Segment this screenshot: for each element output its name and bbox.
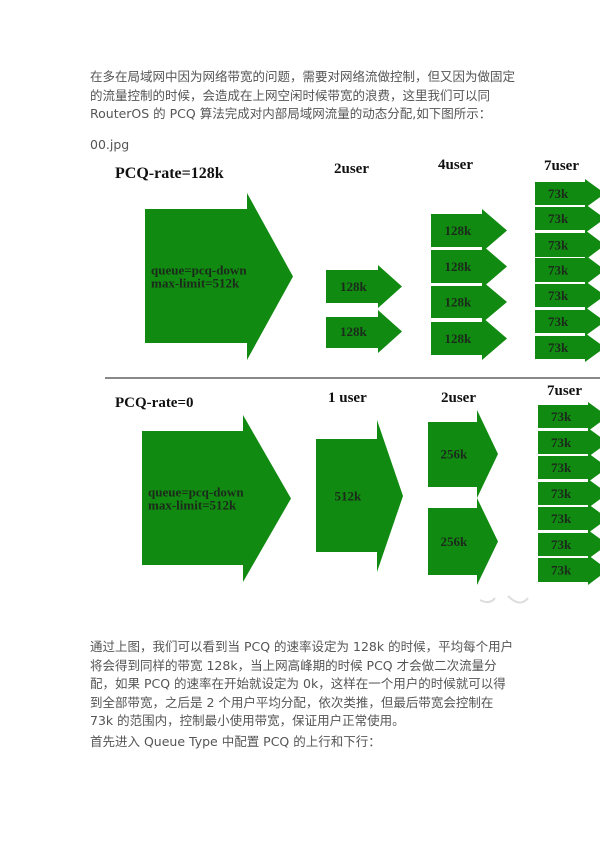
bottom-title: PCQ-rate=0 <box>115 395 194 411</box>
top-4user-arrow <box>431 209 507 252</box>
top-4user-arrow-label: 128k <box>445 331 473 346</box>
bottom-7user-arrow-label: 73k <box>551 460 572 475</box>
bottom-7user-arrow-label: 73k <box>551 511 572 526</box>
top-7user-arrow <box>535 333 600 362</box>
bottom-7user-arrow <box>538 402 600 431</box>
top-title: PCQ-rate=128k <box>115 165 224 182</box>
top-source-arrow-label: max-limit=512k <box>151 276 240 291</box>
bottom-2user-arrow <box>428 498 498 585</box>
top-4user-arrow-label: 128k <box>445 223 473 238</box>
bottom-1user-label: 1 user <box>328 390 367 406</box>
top-4user-arrow <box>431 281 507 323</box>
bottom-7user-label: 7user <box>547 383 582 399</box>
top-7user-arrow <box>535 255 600 285</box>
next-step-paragraph: 首先进入 Queue Type 中配置 PCQ 的上行和下行： <box>90 734 381 749</box>
pcq-diagram: PCQ-rate=128k 2user 4user 7user PCQ-rate… <box>105 157 600 604</box>
top-4user-arrow-label: 128k <box>445 295 473 310</box>
bottom-7user-arrow-label: 73k <box>551 435 572 450</box>
top-7user-arrow-label: 73k <box>548 314 569 329</box>
top-7user-arrow <box>535 281 600 310</box>
bottom-source-arrow <box>142 415 291 582</box>
watermark-mark <box>479 595 529 604</box>
explanation-paragraph: 通过上图，我们可以看到当 PCQ 的速率设定为 128k 的时候，平均每个用户将… <box>90 639 514 728</box>
bottom-7user-arrow-label: 73k <box>551 409 572 424</box>
bottom-source-arrow-label: max-limit=512k <box>148 498 237 513</box>
top-7user-arrow-label: 73k <box>548 263 569 278</box>
top-7user-arrow <box>535 204 600 233</box>
top-4user-arrow-label: 128k <box>445 259 473 274</box>
top-7user-arrow-label: 73k <box>548 186 569 201</box>
bottom-2user-label: 2user <box>441 390 476 406</box>
top-4user-label: 4user <box>438 157 473 173</box>
top-7user-arrow-label: 73k <box>548 340 569 355</box>
top-7user-arrow <box>535 179 600 208</box>
top-2user-arrow-label: 128k <box>340 279 368 294</box>
top-source-arrow-label: queue=pcq-down <box>151 263 247 278</box>
top-2user-arrow-label: 128k <box>340 324 368 339</box>
top-7user-arrow-label: 73k <box>548 211 569 226</box>
top-7user-arrow <box>535 307 600 336</box>
bottom-2user-arrow-label: 256k <box>441 534 469 549</box>
top-7user-arrow-label: 73k <box>548 288 569 303</box>
bottom-7user-arrow <box>538 428 600 457</box>
bottom-7user-arrow-label: 73k <box>551 486 572 501</box>
top-4user-arrow <box>431 317 507 360</box>
bottom-7user-arrow <box>538 555 600 585</box>
bottom-2user-arrow-label: 256k <box>441 447 469 462</box>
image-caption: 00.jpg <box>90 137 130 152</box>
bottom-1user-arrow-label: 512k <box>335 489 363 504</box>
top-2user-arrow <box>326 265 402 308</box>
top-source-arrow <box>145 193 293 360</box>
bottom-7user-arrow <box>538 504 600 533</box>
top-2user-label: 2user <box>334 161 369 177</box>
bottom-2user-arrow <box>428 410 498 498</box>
top-4user-arrow <box>431 245 507 288</box>
bottom-7user-arrow-label: 73k <box>551 563 572 578</box>
bottom-7user-arrow <box>538 453 600 482</box>
top-7user-arrow-label: 73k <box>548 238 569 253</box>
bottom-1user-arrow <box>316 420 403 572</box>
top-2user-arrow <box>326 310 402 353</box>
bottom-7user-arrow <box>538 530 600 559</box>
bottom-source-arrow-label: queue=pcq-down <box>148 485 244 500</box>
top-7user-label: 7user <box>544 158 579 174</box>
bottom-7user-arrow <box>538 479 600 508</box>
top-7user-arrow <box>535 230 600 260</box>
intro-paragraph: 在多在局域网中因为网络带宽的问题，需要对网络流做控制，但又因为做固定的流量控制的… <box>90 69 516 121</box>
bottom-7user-arrow-label: 73k <box>551 537 572 552</box>
